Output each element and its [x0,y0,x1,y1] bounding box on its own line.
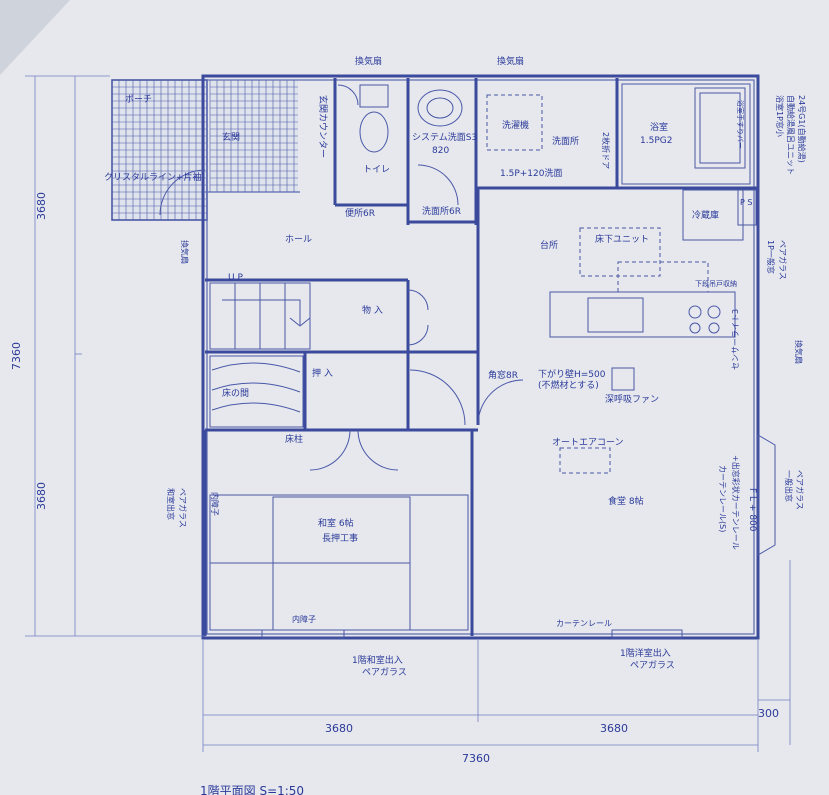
label-dining: 食堂 8帖 [608,495,644,507]
label-sensor-light: センサーライト3 [731,309,740,370]
tokonoma-pattern [209,355,304,428]
label-drop-wall: 下がり壁H=500 [538,368,606,380]
label-bath-size: 1.5PG2 [640,136,672,146]
label-tokobashira: 床柱 [285,433,303,445]
outer-walls [201,74,760,640]
label-hall: ホール [285,234,312,245]
dim-bottom-left: 3680 [325,722,353,735]
label-toilet: トイレ [363,165,390,175]
label-underfloor: 床下ユニット [595,233,649,245]
label-kitchen: 台所 [540,239,558,251]
dim-left-lower: 3680 [35,482,48,510]
dim-offset: 300 [758,707,779,720]
label-bay-window: 一般出窓 [784,470,794,502]
label-curtain-rail2: +出窓彩状カーテンレール [731,455,741,550]
label-wash-spec: 1.5P+120洗面 [500,167,562,179]
porch-tile [111,79,208,221]
label-bottom-win2b: ペアガラス [630,660,675,671]
bathtub [621,83,751,185]
plan-title: 1階平面図 S=1:50 [200,783,304,795]
bay-window-shape [757,434,776,556]
label-drop-wall-note: (不燃材とする) [538,379,599,391]
label-dryer: 洗濯機 [502,119,529,131]
label-washbasin: システム洗面S3 [412,131,477,143]
label-bath: 浴室 [650,121,668,133]
fridge-box [682,189,744,241]
label-inner-shoji2: 内障子 [292,614,316,624]
label-kitchen-note: 下段吊戸収納 [695,279,737,288]
dimension-lines [25,75,791,752]
interior-walls [203,78,758,636]
label-vent-top2: 換気扇 [497,55,524,67]
dim-left-upper: 3680 [35,192,48,220]
washbasin-fixture [417,89,463,127]
label-vent-top1: 換気扇 [355,55,382,67]
label-storage: 物 入 [362,304,383,316]
label-vent-left: 換気扇 [180,240,190,264]
label-corner-window: 角窓8R [488,369,518,381]
label-inner-shoji1: 内障子 [210,492,220,516]
dim-bottom-total: 7360 [462,752,490,765]
dim-bottom-right: 3680 [600,722,628,735]
label-nageshi: 長押工事 [322,532,358,544]
kitchen-unit [549,227,736,338]
label-toilet-window: 便所6R [345,207,375,219]
label-genkan: 玄関 [222,131,240,143]
label-kitchen-window: 1P一般窓 [766,240,776,274]
label-ps: P S [740,198,752,207]
label-washitsu-window: 和室出窓 [166,488,176,520]
label-bottom-win2a: 1階洋室出入 [620,647,671,659]
label-two-door: 2枚折ドア [601,132,611,169]
label-vent-right: 換気扇 [794,340,804,364]
label-range-fan: 深呼吸ファン [605,394,659,405]
label-bath-note1: 浴室1P窓小 [775,95,785,137]
bottom-windows [261,629,683,639]
label-bottom-win1a: 1階和室出入 [352,654,403,666]
label-bottom-win1b: ペアガラス [362,667,407,678]
label-pair-glass3: ペアガラス [795,470,805,510]
label-bath-note2: 自動給湯風呂ユニット [786,95,796,175]
dryer-box [486,94,543,151]
aircon-box [559,447,611,474]
label-pair-glass2: ペアガラス [178,488,188,528]
range-fan-box [611,367,635,391]
label-tokonoma: 床の間 [222,387,249,399]
ps-box [737,189,757,226]
label-up: U P [228,273,243,283]
label-fl: F L + 800 [747,488,757,532]
toilet-fixture [359,84,389,153]
paper-fold [0,0,70,75]
label-curtain-rail3: カーテンレール [556,619,612,628]
label-washroom: 洗面所 [552,135,579,147]
label-porch: ポーチ [125,94,152,105]
genkan-tile [209,79,298,193]
label-aircon: オートエアコーン [552,437,624,448]
label-crystal-line: クリスタルライン+片袖 [104,171,202,183]
label-bath-bar: 浴室手すりバー [736,100,745,149]
tatami [209,494,469,631]
label-fridge: 冷蔵庫 [692,209,719,221]
label-bath-note3: 24号G1(自動給湯) [797,95,807,163]
label-washbasin-size: 820 [432,146,449,156]
label-washroom-window: 洗面所6R [422,205,461,217]
label-genkan-counter: 玄関カウンター [317,95,329,158]
label-closet: 押 入 [312,367,333,379]
label-curtain-rail1: カーテンレール(S) [718,465,727,532]
label-pair-glass1: ペアガラス [778,240,788,280]
stairs [209,282,311,350]
label-washitsu: 和室 6帖 [318,517,354,529]
dim-left-total: 7360 [10,342,23,370]
door-swings [159,84,524,471]
